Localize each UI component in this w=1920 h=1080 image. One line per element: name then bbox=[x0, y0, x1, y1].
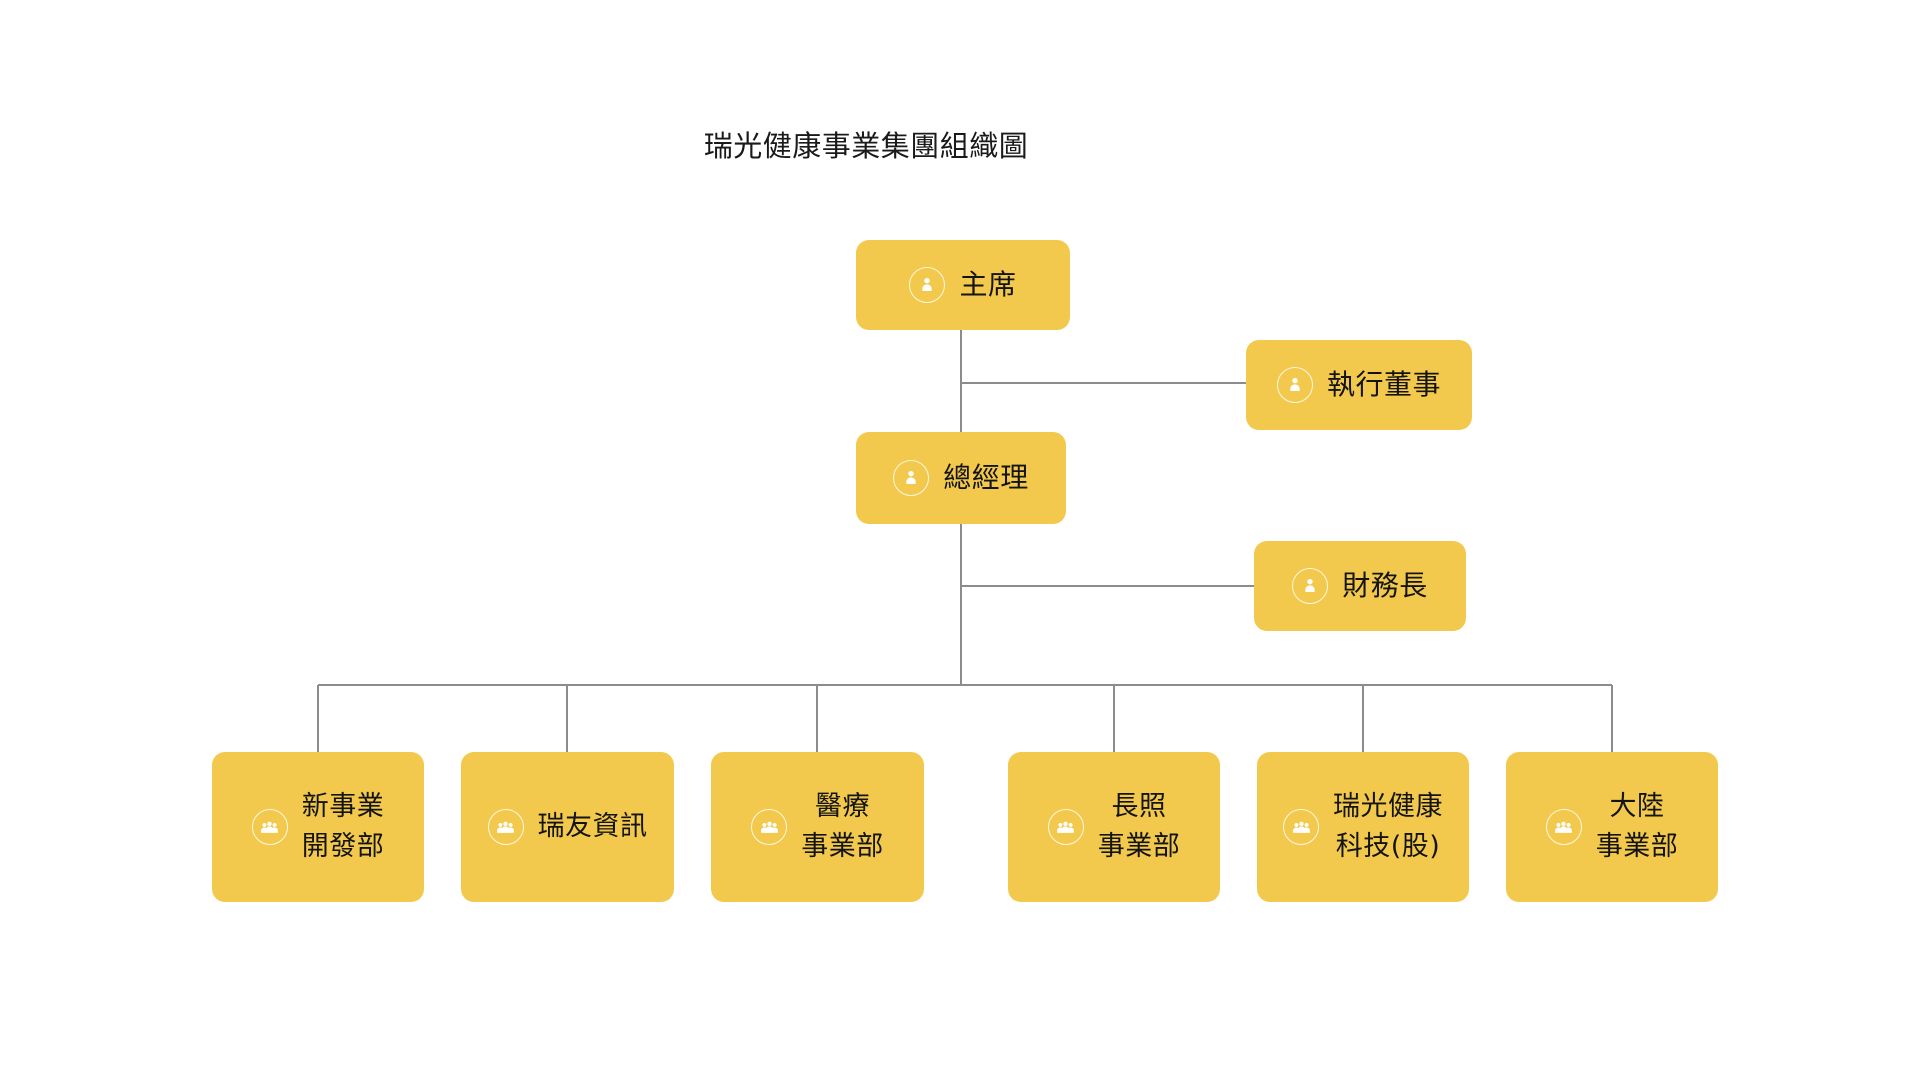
node-department-mainland[interactable]: 大陸 事業部 bbox=[1506, 752, 1718, 902]
single-person-icon bbox=[1292, 568, 1329, 604]
node-general-manager-label: 總經理 bbox=[943, 461, 1029, 494]
group-people-icon bbox=[1545, 809, 1582, 845]
node-department-new-business[interactable]: 新事業 開發部 bbox=[212, 752, 424, 902]
group-people-icon bbox=[251, 809, 288, 845]
node-cfo[interactable]: 財務長 bbox=[1254, 541, 1466, 631]
node-executive-director-label: 執行董事 bbox=[1326, 368, 1441, 401]
node-department-label: 瑞友資訊 bbox=[537, 811, 648, 842]
group-people-icon bbox=[1283, 809, 1319, 845]
group-people-icon bbox=[751, 809, 788, 845]
node-department-label: 大陸 事業部 bbox=[1595, 791, 1679, 862]
page-title-text: 瑞光健康事業集團組織圖 bbox=[703, 129, 1029, 163]
single-person-icon bbox=[1276, 367, 1313, 403]
single-person-icon bbox=[893, 460, 930, 496]
node-cfo-label: 財務長 bbox=[1342, 569, 1428, 602]
node-chairman[interactable]: 主席 bbox=[856, 240, 1070, 330]
single-person-icon bbox=[909, 267, 946, 303]
node-department-label: 長照 事業部 bbox=[1097, 791, 1181, 862]
group-people-icon bbox=[487, 809, 524, 845]
page-title: 瑞光健康事業集團組織圖 bbox=[0, 126, 1920, 166]
node-department-ruiguang-health-tech[interactable]: 瑞光健康 科技(股) bbox=[1257, 752, 1469, 902]
node-department-ruiyou-info[interactable]: 瑞友資訊 bbox=[461, 752, 674, 902]
node-department-label: 新事業 開發部 bbox=[301, 791, 385, 862]
node-executive-director[interactable]: 執行董事 bbox=[1246, 340, 1472, 430]
node-department-long-term-care[interactable]: 長照 事業部 bbox=[1008, 752, 1220, 902]
group-people-icon bbox=[1047, 809, 1084, 845]
node-chairman-label: 主席 bbox=[959, 268, 1017, 301]
node-department-label: 瑞光健康 科技(股) bbox=[1333, 791, 1443, 862]
node-department-medical[interactable]: 醫療 事業部 bbox=[711, 752, 924, 902]
node-department-label: 醫療 事業部 bbox=[801, 791, 884, 862]
node-general-manager[interactable]: 總經理 bbox=[856, 432, 1066, 524]
